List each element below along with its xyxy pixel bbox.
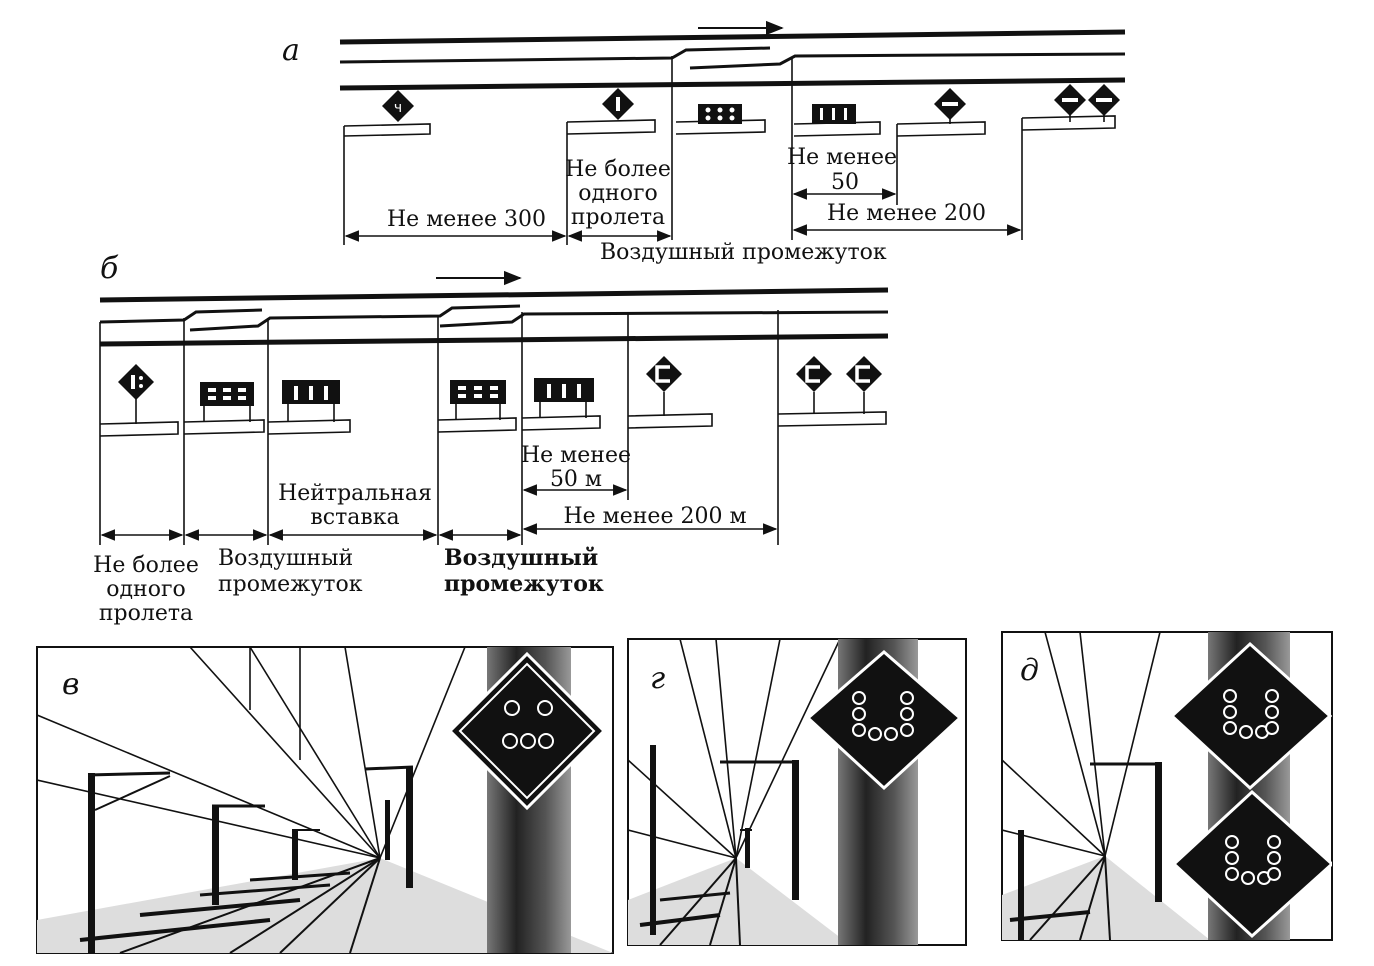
contact-b-3 — [439, 310, 889, 328]
label-air-gap-b2-1: Воздушный — [444, 545, 598, 571]
label-50m-2: 50 м — [550, 467, 602, 492]
panel-b: б — [93, 251, 889, 626]
mast-a4 — [793, 104, 881, 137]
label-one-span-2: одного — [578, 181, 657, 206]
sign-g-icon — [805, 650, 963, 791]
label-air-gap-b1-2: промежуток — [218, 572, 363, 597]
sign-raise-b-icon — [646, 356, 682, 392]
lower-wire — [339, 77, 1126, 91]
panel-d: д — [1001, 631, 1333, 941]
label-not-less-200: Не менее 200 — [827, 201, 986, 226]
mast-a5 — [896, 88, 986, 205]
label-neutral-1: Нейтральная — [278, 481, 432, 506]
panel-g-letter: г — [650, 661, 665, 696]
label-not-less-50-2: 50 — [831, 170, 859, 195]
mast-b1 — [99, 364, 179, 437]
label-air-gap-b1-1: Воздушный — [218, 546, 353, 571]
mast-a1: ч — [343, 90, 431, 245]
label-one-span-b-2: одного — [106, 577, 185, 602]
mast-a3 — [675, 104, 766, 135]
mast-b2 — [183, 382, 265, 435]
mast-a6 — [1021, 84, 1120, 240]
messenger-wire — [339, 29, 1126, 45]
mast-a2 — [566, 88, 656, 245]
sign-lower-pantograph-icon — [382, 90, 414, 122]
label-air-gap-b2-2: промежуток — [444, 571, 604, 597]
label-one-span-b-3: пролета — [99, 601, 193, 626]
sign-d-top-icon — [1169, 641, 1332, 791]
contact-b-2 — [189, 304, 521, 332]
label-50m-1: Не менее — [521, 443, 631, 468]
label-neutral-2: вставка — [310, 505, 399, 530]
messenger-wire-b — [99, 287, 889, 303]
label-air-gap: Воздушный промежуток — [600, 240, 887, 265]
label-200m: Не менее 200 м — [563, 504, 746, 529]
panel-d-letter: д — [1020, 653, 1039, 688]
panel-a-letter: а — [282, 33, 300, 68]
svg-text:ч: ч — [394, 100, 402, 116]
sign-raise-double-b-icon-2 — [846, 356, 882, 392]
panel-g: г — [627, 638, 967, 946]
label-one-span-3: пролета — [571, 205, 665, 230]
label-one-span-1: Не более — [565, 157, 671, 182]
label-one-span-b-1: Не более — [93, 553, 199, 578]
panel-v-letter: в — [62, 667, 79, 702]
lower-wire-b — [99, 333, 889, 347]
mast-b5 — [521, 378, 601, 431]
sign-dots-b-icon — [200, 382, 254, 406]
sign-raise-double-b-icon — [796, 356, 832, 392]
contact-wire-1 — [339, 46, 771, 64]
sign-dots-b2-icon — [450, 380, 506, 404]
panel-b-letter: б — [100, 251, 119, 286]
panel-v: в — [36, 646, 614, 954]
mast-b7 — [777, 356, 887, 427]
sign-dots-icon — [698, 104, 742, 124]
panel-a: а ч — [282, 20, 1126, 265]
contact-wire-2 — [689, 52, 1126, 70]
contact-b-1 — [99, 308, 263, 324]
sign-lower-icon — [118, 364, 154, 400]
sign-d-bottom-icon — [1171, 789, 1332, 939]
mast-b3 — [267, 380, 351, 435]
label-not-less-50-1: Не менее — [787, 145, 897, 170]
label-not-less-300: Не менее 300 — [387, 207, 546, 232]
mast-b6 — [627, 356, 713, 429]
mast-b4 — [437, 380, 517, 433]
